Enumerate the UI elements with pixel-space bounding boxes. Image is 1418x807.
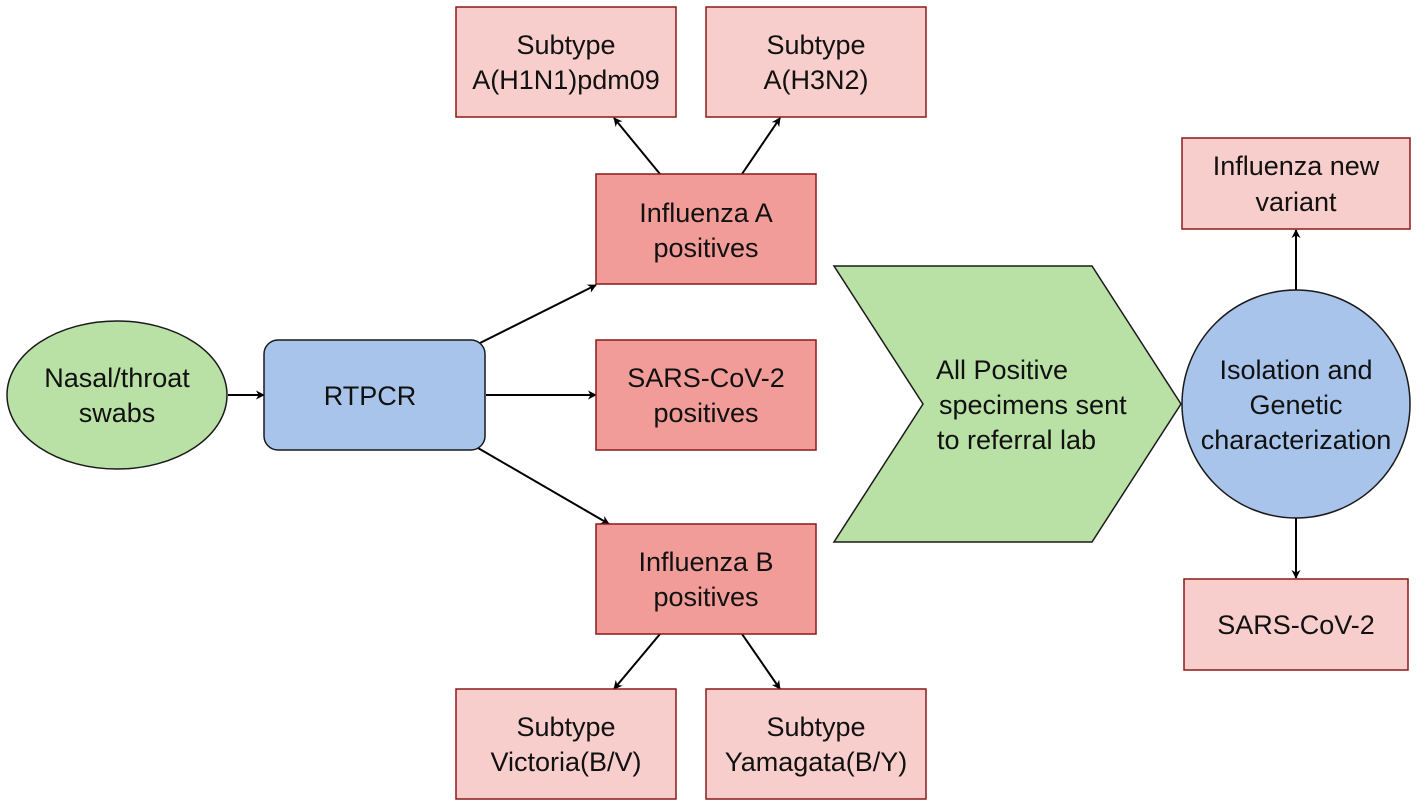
sars-positives-shape <box>595 339 817 451</box>
new-variant-label-line1: Influenza new <box>1213 151 1380 181</box>
h3n2-label-line2: A(H3N2) <box>763 65 868 95</box>
isolation-label-line1: Isolation and <box>1219 355 1372 385</box>
node-isolation-genetic-characterization: Isolation and Genetic characterization <box>1181 289 1411 519</box>
node-sars-cov-2: SARS-CoV-2 <box>1183 578 1409 671</box>
node-influenza-new-variant: Influenza new variant <box>1181 137 1411 230</box>
isolation-shape <box>1181 289 1411 519</box>
arrow-flu-a-to-h3n2 <box>741 117 781 175</box>
yamagata-label-line2: Yamagata(B/Y) <box>725 747 908 777</box>
arrow-flu-b-to-yamagata <box>741 633 781 690</box>
influenza-b-shape <box>595 523 817 635</box>
sars-positives-label-line1: SARS-CoV-2 <box>627 363 785 393</box>
arrow-flu-a-to-h1n1 <box>613 117 661 175</box>
node-influenza-a-positives: Influenza A positives <box>595 173 817 285</box>
sars-positives-label-line2: positives <box>653 398 758 428</box>
h1n1-label-line2: A(H1N1)pdm09 <box>472 65 660 95</box>
referral-label-line1: All Positive <box>936 355 1068 385</box>
arrow-rtpcr-to-flu-b <box>477 447 610 525</box>
isolation-label-line3: characterization <box>1201 425 1392 455</box>
node-referral-lab: All Positive specimens sent to referral … <box>832 265 1182 543</box>
influenza-b-label-line1: Influenza B <box>638 547 773 577</box>
rtpcr-shape <box>263 339 486 451</box>
influenza-a-shape <box>595 173 817 285</box>
swabs-shape <box>6 320 228 470</box>
victoria-label-line2: Victoria(B/V) <box>490 747 641 777</box>
arrow-flu-b-to-victoria <box>613 633 661 690</box>
victoria-shape <box>455 688 677 800</box>
referral-label-line2: specimens sent <box>939 390 1127 420</box>
node-influenza-b-positives: Influenza B positives <box>595 523 817 635</box>
yamagata-shape <box>705 688 927 800</box>
h3n2-label-line1: Subtype <box>766 30 865 60</box>
node-rtpcr: RTPCR <box>263 339 486 451</box>
h3n2-shape <box>705 6 927 118</box>
h1n1-label-line1: Subtype <box>516 30 615 60</box>
influenza-a-label-line2: positives <box>653 233 758 263</box>
h1n1-shape <box>455 6 677 118</box>
connectors <box>228 117 1301 690</box>
isolation-label-line2: Genetic <box>1249 390 1342 420</box>
arrow-rtpcr-to-flu-a <box>479 284 597 344</box>
influenza-b-label-line2: positives <box>653 582 758 612</box>
yamagata-label-line1: Subtype <box>766 712 865 742</box>
node-subtype-victoria: Subtype Victoria(B/V) <box>455 688 677 800</box>
node-swabs: Nasal/throat swabs <box>6 320 228 470</box>
rtpcr-label: RTPCR <box>324 381 417 411</box>
sars-shape <box>1183 578 1409 671</box>
new-variant-shape <box>1181 137 1411 230</box>
victoria-label-line1: Subtype <box>516 712 615 742</box>
sars-label: SARS-CoV-2 <box>1217 610 1375 640</box>
swabs-label-line2: swabs <box>79 398 156 428</box>
referral-chevron-shape <box>832 265 1182 543</box>
node-subtype-h3n2: Subtype A(H3N2) <box>705 6 927 118</box>
node-sars-cov-2-positives: SARS-CoV-2 positives <box>595 339 817 451</box>
new-variant-label-line2: variant <box>1255 187 1337 217</box>
swabs-label-line1: Nasal/throat <box>44 363 190 393</box>
node-subtype-yamagata: Subtype Yamagata(B/Y) <box>705 688 927 800</box>
referral-label-line3: to referral lab <box>937 425 1096 455</box>
node-subtype-h1n1: Subtype A(H1N1)pdm09 <box>455 6 677 118</box>
influenza-a-label-line1: Influenza A <box>639 198 773 228</box>
